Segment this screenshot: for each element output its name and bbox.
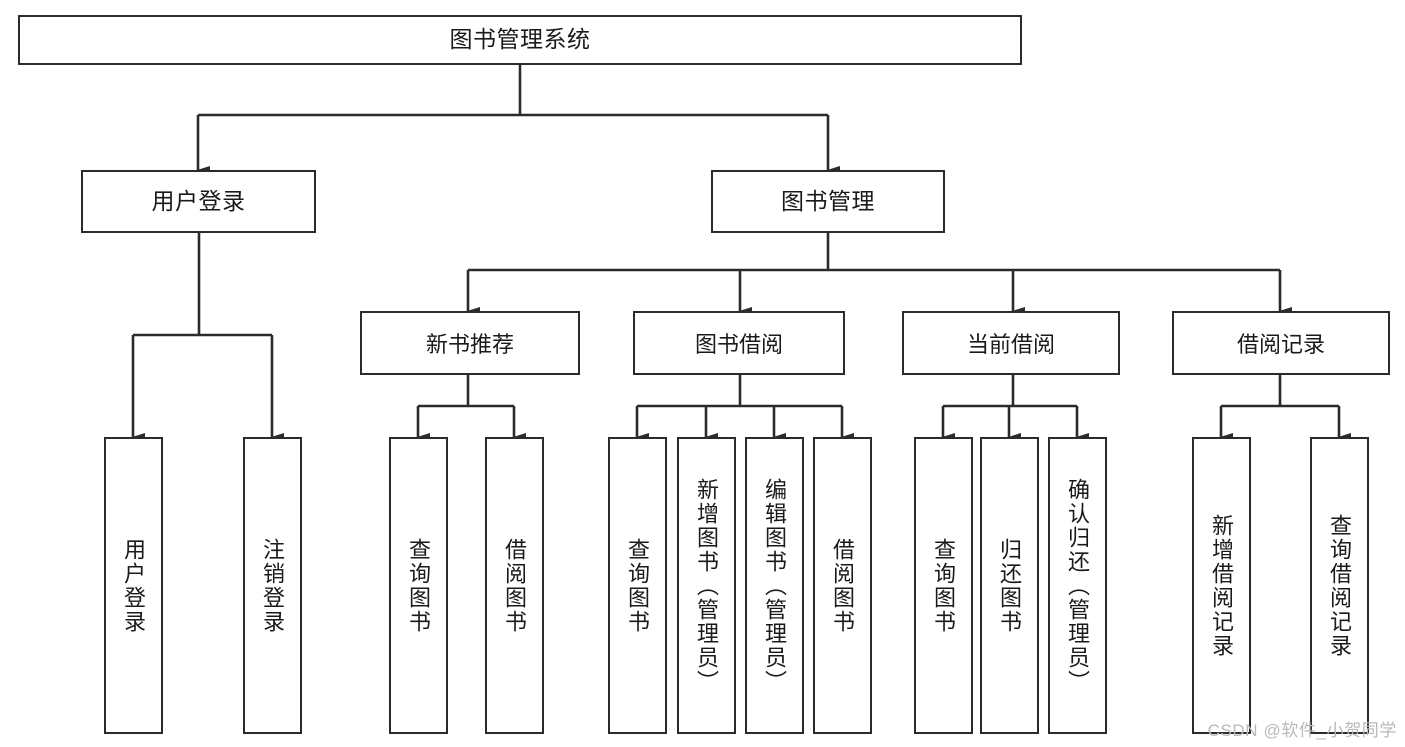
csdn-watermark: CSDN @软件_小贺同学 [1207, 721, 1397, 740]
leaf-user-login-signin[interactable]: 用户登录 [104, 437, 163, 734]
node-current-borrow[interactable]: 当前借阅 [902, 311, 1120, 375]
node-label: 借阅图书 [830, 537, 856, 634]
node-label: 确认归还（管理员） [1065, 477, 1091, 694]
leaf-book-borrow-edit[interactable]: 编辑图书（管理员） [745, 437, 804, 734]
node-label: 查询借阅记录 [1327, 513, 1353, 658]
node-borrow-record[interactable]: 借阅记录 [1172, 311, 1390, 375]
node-label: 用户登录 [151, 187, 246, 214]
node-label: 查询图书 [625, 537, 651, 634]
leaf-current-borrow-confirm-return[interactable]: 确认归还（管理员） [1048, 437, 1107, 734]
node-label: 新增借阅记录 [1209, 513, 1235, 658]
leaf-book-borrow-query[interactable]: 查询图书 [608, 437, 667, 734]
leaf-user-login-signout[interactable]: 注销登录 [243, 437, 302, 734]
node-label: 借阅记录 [1236, 332, 1325, 357]
node-label: 图书管理系统 [449, 26, 591, 53]
leaf-borrow-record-query[interactable]: 查询借阅记录 [1310, 437, 1369, 734]
node-label: 新增图书（管理员） [694, 477, 720, 694]
node-label: 图书借阅 [694, 332, 783, 357]
node-new-book-recommend[interactable]: 新书推荐 [360, 311, 580, 375]
leaf-current-borrow-return[interactable]: 归还图书 [980, 437, 1039, 734]
leaf-new-book-query[interactable]: 查询图书 [389, 437, 448, 734]
node-label: 当前借阅 [966, 332, 1055, 357]
node-label: 图书管理 [781, 187, 875, 214]
node-label: 注销登录 [260, 537, 286, 634]
node-user-login[interactable]: 用户登录 [81, 170, 316, 233]
node-label: 编辑图书（管理员） [762, 477, 788, 694]
leaf-borrow-record-add[interactable]: 新增借阅记录 [1192, 437, 1251, 734]
node-label: 用户登录 [121, 537, 147, 634]
leaf-book-borrow-add[interactable]: 新增图书（管理员） [677, 437, 736, 734]
node-book-management[interactable]: 图书管理 [711, 170, 945, 233]
leaf-new-book-borrow[interactable]: 借阅图书 [485, 437, 544, 734]
node-label: 查询图书 [406, 537, 432, 634]
node-label: 查询图书 [931, 537, 957, 634]
node-book-borrow[interactable]: 图书借阅 [633, 311, 845, 375]
node-label: 归还图书 [997, 537, 1023, 634]
node-label: 借阅图书 [502, 537, 528, 634]
node-label: 新书推荐 [425, 332, 514, 357]
leaf-book-borrow-lend[interactable]: 借阅图书 [813, 437, 872, 734]
node-root-system[interactable]: 图书管理系统 [18, 15, 1022, 65]
leaf-current-borrow-query[interactable]: 查询图书 [914, 437, 973, 734]
